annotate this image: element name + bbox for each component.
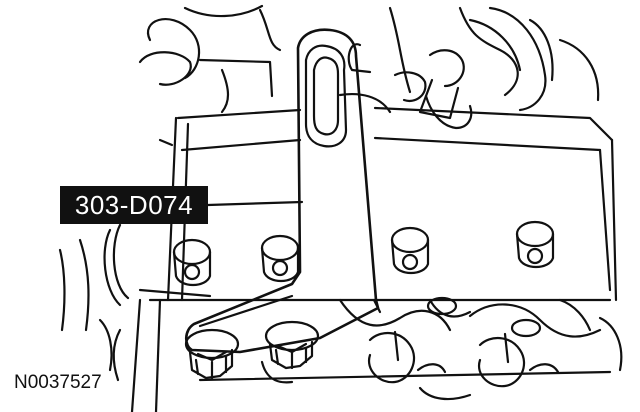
bracket-bolts bbox=[184, 320, 320, 384]
callout-leader-line bbox=[206, 200, 304, 207]
cover-bolts bbox=[172, 220, 555, 287]
upper-hoses bbox=[138, 4, 600, 130]
rocker-cover bbox=[58, 106, 618, 412]
special-tool-bracket bbox=[184, 28, 382, 354]
tool-callout-label: 303-D074 bbox=[60, 186, 208, 224]
figure-id-label: N0037527 bbox=[14, 372, 102, 393]
camshaft-area bbox=[198, 296, 623, 401]
